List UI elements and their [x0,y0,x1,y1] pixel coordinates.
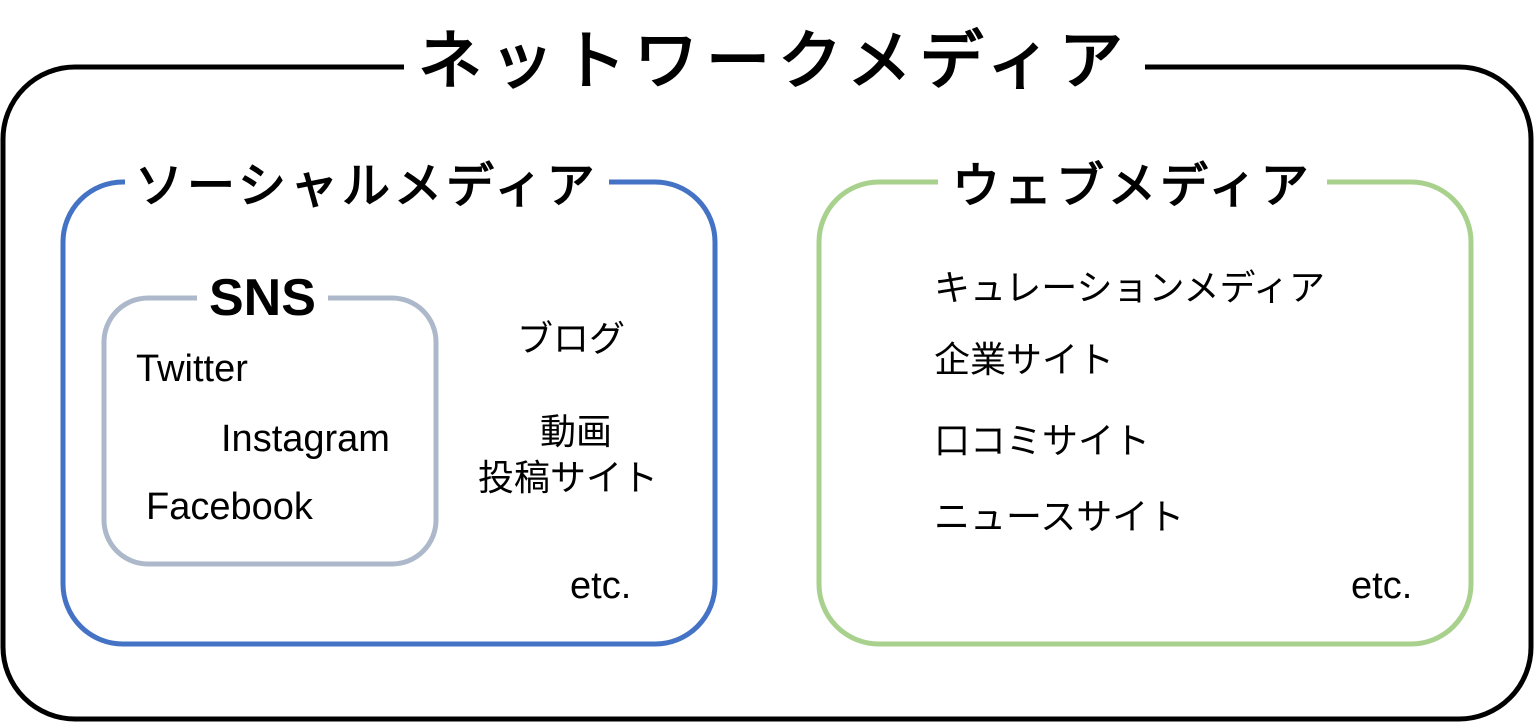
social-etc: etc. [570,565,632,607]
web-item-curation-media: キュレーションメディア [934,268,1325,309]
sns-item-twitter: Twitter [136,348,248,390]
sns-item-facebook: Facebook [146,486,313,528]
web-media-title: ウェブメディア [938,162,1327,210]
social-item-video-line1: 動画 [539,412,612,453]
social-item-blog: ブログ [517,319,626,360]
web-item-news-site: ニュースサイト [934,497,1185,538]
sns-item-instagram: Instagram [221,418,390,460]
web-etc: etc. [1351,565,1413,607]
web-item-review-site: 口コミサイト [934,421,1151,462]
social-media-title: ソーシャルメディア [125,162,609,210]
network-media-title: ネットワークメディア [404,30,1145,94]
social-item-video-line2: 投稿サイト [478,458,659,499]
sns-title: SNS [197,272,328,324]
web-item-corporate-site: 企業サイト [934,340,1115,381]
